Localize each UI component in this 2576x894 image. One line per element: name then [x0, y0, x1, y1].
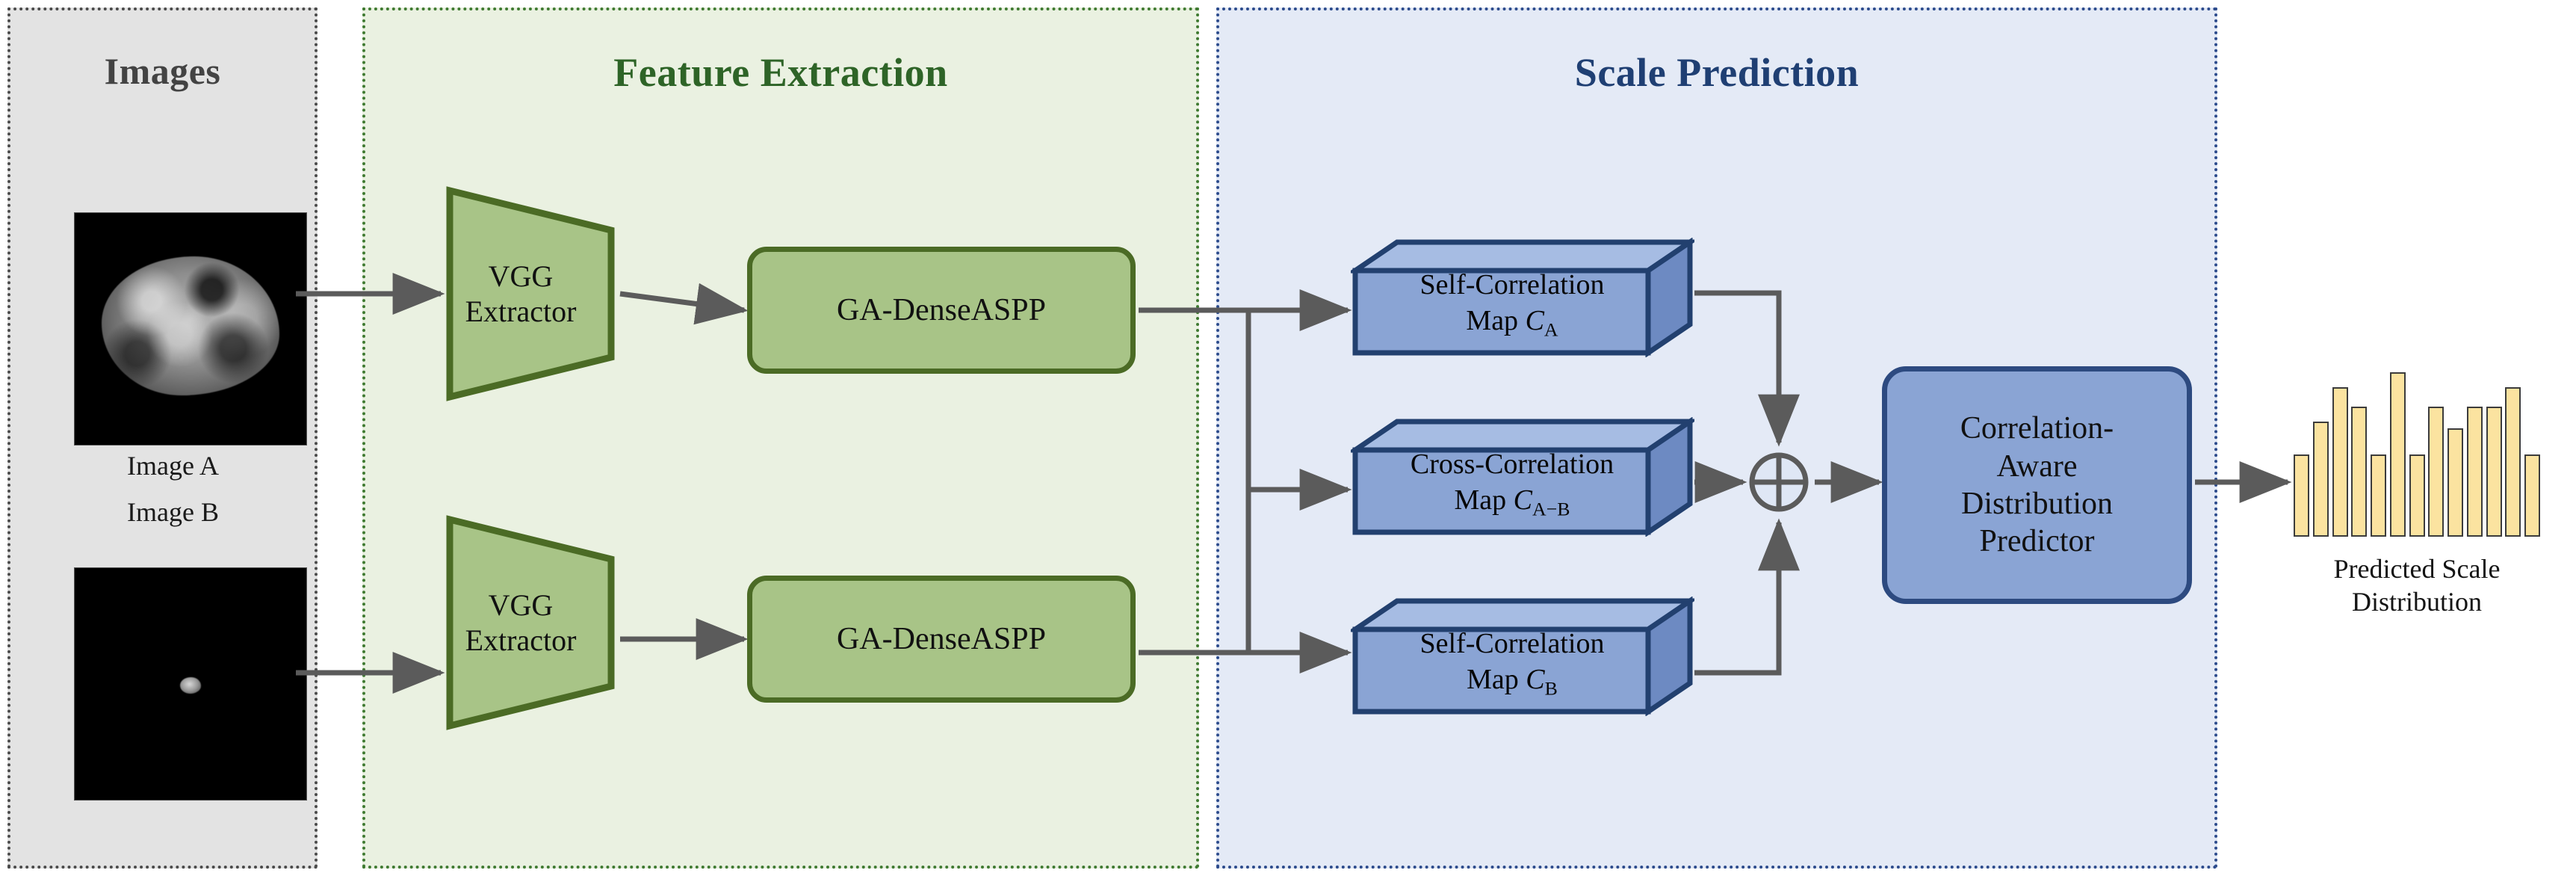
vgg-extractor-b[interactable]: VGG Extractor [445, 514, 616, 731]
scale-prediction-panel-title: Scale Prediction [1574, 50, 1860, 95]
ga-denseaspp-a-label: GA-DenseASPP [836, 293, 1046, 327]
histogram-bar [2447, 428, 2463, 537]
feature-extraction-panel-title: Feature Extraction [613, 50, 948, 95]
histogram-bar [2409, 454, 2425, 537]
histogram-bar [2466, 407, 2483, 537]
asteroid-shape-b [180, 677, 201, 694]
vgg-extractor-b-label: VGG Extractor [465, 588, 577, 657]
cuboid-shape-a [1351, 238, 1694, 357]
histogram-bar [2351, 407, 2368, 537]
histogram-bar [2505, 387, 2521, 537]
images-panel-title: Images [104, 50, 221, 92]
histogram-bar [2371, 454, 2386, 537]
self-correlation-map-a-label: Self-Correlation Map CA [1419, 269, 1605, 341]
histogram-bar [2389, 372, 2406, 537]
histogram-bars [2294, 372, 2540, 537]
ga-denseaspp-b[interactable]: GA-DenseASPP [747, 576, 1136, 703]
histogram-bar [2428, 407, 2445, 537]
cuboid-shape-ab [1351, 417, 1694, 537]
predicted-scale-distribution-caption: Predicted Scale Distribution [2333, 554, 2501, 617]
histogram-bar [2524, 454, 2540, 537]
image-b-thumbnail [74, 567, 307, 801]
predictor-label: Correlation- Aware Distribution Predicto… [1960, 411, 2114, 559]
asteroid-shape-a [102, 256, 279, 395]
image-b-caption: Image B [127, 497, 219, 527]
trapezoid-shape-a [446, 186, 615, 401]
histogram-bar [2486, 407, 2502, 537]
self-correlation-map-b-label: Self-Correlation Map CB [1419, 628, 1605, 700]
image-a-caption: Image A [127, 451, 219, 481]
trapezoid-shape-b [446, 515, 615, 730]
histogram-bar [2332, 387, 2348, 537]
cuboid-shape-b [1351, 596, 1694, 716]
vgg-extractor-a-label: VGG Extractor [465, 259, 577, 328]
predicted-scale-distribution-chart [2294, 372, 2540, 537]
ga-denseaspp-a[interactable]: GA-DenseASPP [747, 247, 1136, 374]
histogram-bar [2312, 422, 2329, 537]
cross-correlation-map-label: Cross-Correlation Map CA−B [1410, 448, 1614, 520]
element-wise-sum-icon [1747, 451, 1810, 514]
image-a-thumbnail [74, 212, 307, 446]
correlation-aware-distribution-predictor[interactable]: Correlation- Aware Distribution Predicto… [1882, 366, 2192, 604]
self-correlation-map-b-box[interactable]: Self-Correlation Map CB [1351, 596, 1694, 716]
feature-extraction-panel: Feature Extraction [362, 7, 1199, 869]
histogram-bar [2294, 454, 2309, 537]
self-correlation-map-a-box[interactable]: Self-Correlation Map CA [1351, 238, 1694, 357]
images-panel: Images Image A Image B [7, 7, 318, 869]
cross-correlation-map-box[interactable]: Cross-Correlation Map CA−B [1351, 417, 1694, 537]
vgg-extractor-a[interactable]: VGG Extractor [445, 185, 616, 402]
ga-denseaspp-b-label: GA-DenseASPP [836, 622, 1046, 656]
